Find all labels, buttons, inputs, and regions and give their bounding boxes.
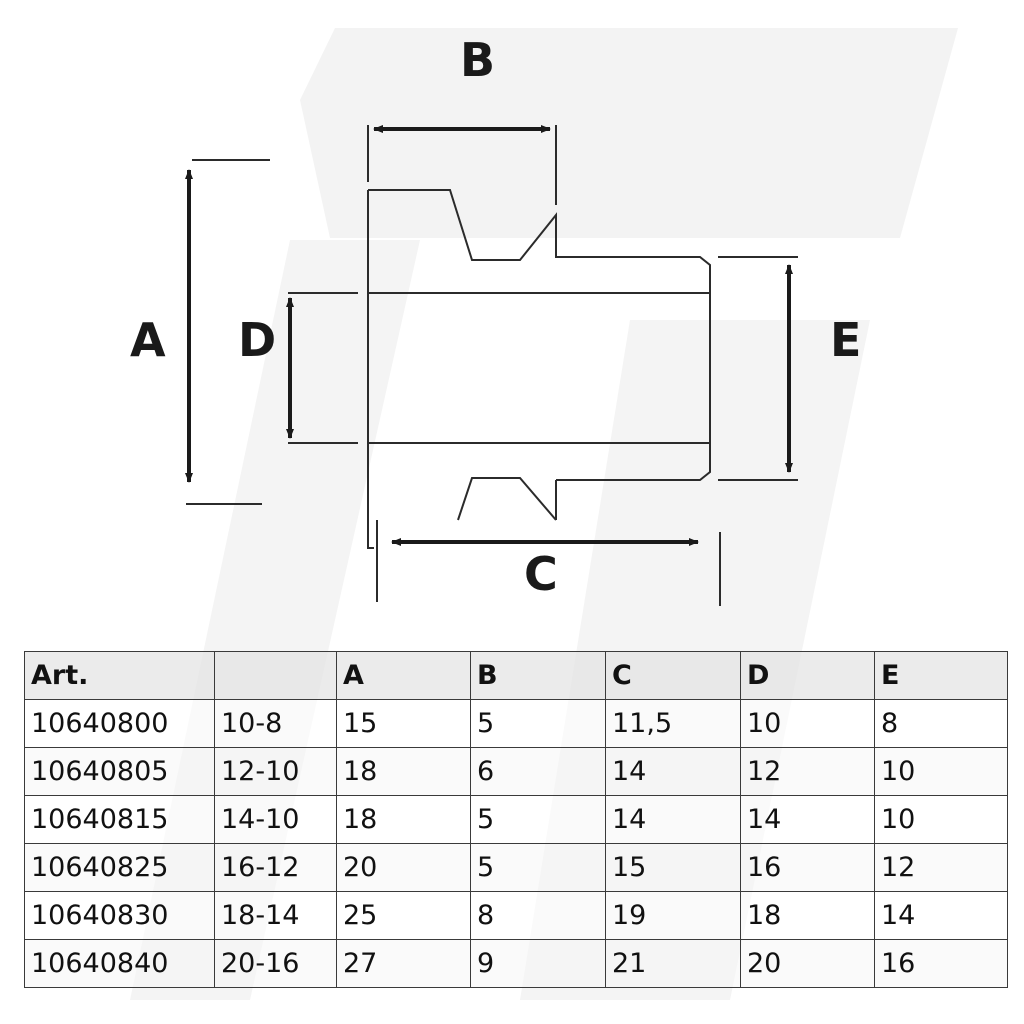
cell-a: 20 [336,843,471,892]
cell-d: 18 [740,891,875,940]
table-row: 10640815 14-10 18 5 14 14 10 [24,795,1008,844]
cell-d: 12 [740,747,875,796]
cell-d: 20 [740,939,875,988]
cell-art: 10640800 [24,699,215,748]
label-e: E [830,313,861,367]
lower-ridge [457,477,557,521]
header-c: C [605,651,741,700]
cell-size: 20-16 [214,939,337,988]
cell-e: 16 [874,939,1008,988]
cell-art: 10640815 [24,795,215,844]
cell-c: 19 [605,891,741,940]
cell-d: 10 [740,699,875,748]
cell-art: 10640830 [24,891,215,940]
cell-size: 10-8 [214,699,337,748]
watermark-upper-stroke [300,28,958,238]
upper-profile [368,189,711,481]
cell-a: 18 [336,747,471,796]
cell-e: 10 [874,747,1008,796]
cell-d: 14 [740,795,875,844]
cell-b: 6 [470,747,606,796]
table-row: 10640800 10-8 15 5 11,5 10 8 [24,699,1008,748]
dimension-arrows [185,125,793,546]
cell-e: 8 [874,699,1008,748]
cell-a: 18 [336,795,471,844]
cell-size: 18-14 [214,891,337,940]
cell-c: 15 [605,843,741,892]
cell-art: 10640805 [24,747,215,796]
header-size [214,651,337,700]
cell-size: 12-10 [214,747,337,796]
cell-b: 9 [470,939,606,988]
header-a: A [336,651,471,700]
cell-e: 14 [874,891,1008,940]
cell-a: 25 [336,891,471,940]
cell-b: 8 [470,891,606,940]
cell-a: 15 [336,699,471,748]
label-b: B [460,33,495,87]
specification-table: Art. A B C D E 10640800 10-8 15 5 11,5 1… [24,651,1008,988]
cell-c: 21 [605,939,741,988]
cell-b: 5 [470,795,606,844]
cell-c: 11,5 [605,699,741,748]
label-a: A [130,313,166,367]
table-header-row: Art. A B C D E [24,651,1008,700]
cell-d: 16 [740,843,875,892]
label-c: C [524,547,558,601]
technical-drawing: A B C D E [130,33,861,606]
table-row: 10640825 16-12 20 5 15 16 12 [24,843,1008,892]
cell-e: 10 [874,795,1008,844]
cell-c: 14 [605,747,741,796]
cell-e: 12 [874,843,1008,892]
extension-lines [186,125,798,606]
cell-size: 14-10 [214,795,337,844]
flange-left-edge [367,190,374,549]
label-d: D [238,313,276,367]
header-b: B [470,651,606,700]
cell-a: 27 [336,939,471,988]
header-d: D [740,651,875,700]
cell-b: 5 [470,699,606,748]
cell-b: 5 [470,843,606,892]
part-outline [367,189,711,549]
header-art: Art. [24,651,215,700]
cell-art: 10640825 [24,843,215,892]
cell-size: 16-12 [214,843,337,892]
cell-c: 14 [605,795,741,844]
table-row: 10640840 20-16 27 9 21 20 16 [24,939,1008,988]
table-row: 10640805 12-10 18 6 14 12 10 [24,747,1008,796]
header-e: E [874,651,1008,700]
cell-art: 10640840 [24,939,215,988]
table-row: 10640830 18-14 25 8 19 18 14 [24,891,1008,940]
